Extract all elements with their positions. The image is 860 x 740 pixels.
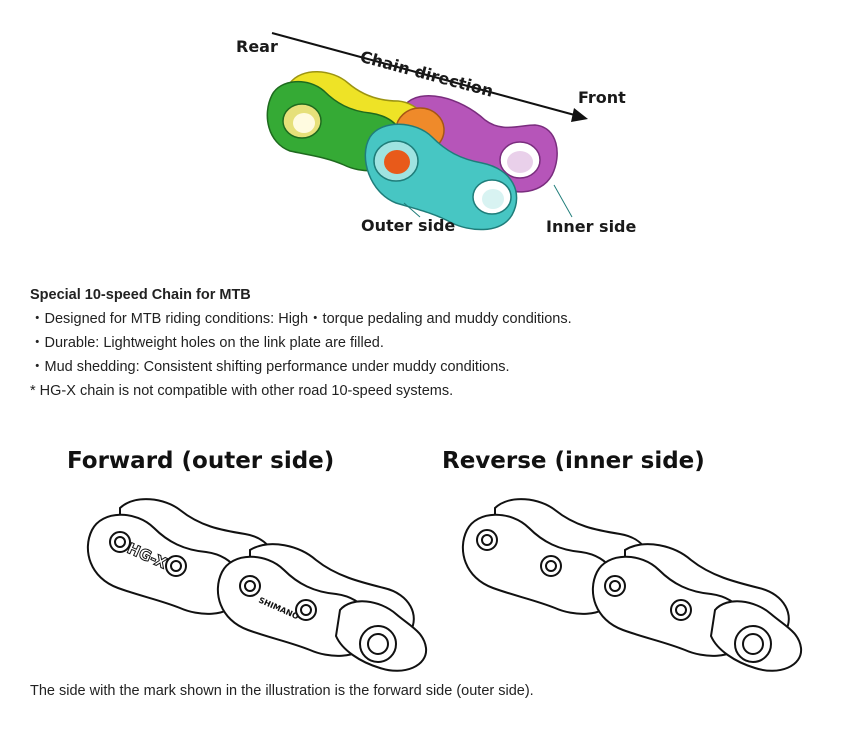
- front-label: Front: [578, 88, 626, 107]
- reverse-heading: Reverse (inner side): [442, 448, 705, 474]
- inner-side-label: Inner side: [546, 217, 637, 236]
- chain-direction-diagram: [220, 25, 660, 245]
- outer-side-leader: [403, 202, 421, 218]
- inner-side-leader: [553, 184, 573, 218]
- forward-chain-drawing: HG-X SHIMANO: [80, 490, 440, 680]
- spec-line: ・Mud shedding: Consistent shifting perfo…: [30, 359, 510, 375]
- footer-note: The side with the mark shown in the illu…: [30, 683, 534, 699]
- rear-label: Rear: [236, 37, 278, 56]
- reverse-chain-drawing: [455, 490, 815, 680]
- spec-line: ・Designed for MTB riding conditions: Hig…: [30, 311, 572, 327]
- chain-direction-arrow: [271, 32, 583, 118]
- spec-title: Special 10-speed Chain for MTB: [30, 287, 251, 303]
- outer-side-label: Outer side: [361, 216, 456, 235]
- cyan-plate: [364, 123, 518, 231]
- spec-line: ・Durable: Lightweight holes on the link …: [30, 335, 384, 351]
- forward-heading: Forward (outer side): [67, 448, 335, 474]
- spec-block: Special 10-speed Chain for MTB ・Designed…: [30, 283, 572, 403]
- chain-link-illustration: [266, 32, 588, 231]
- arrow-head-icon: [571, 108, 588, 122]
- spec-note: * HG-X chain is not compatible with othe…: [30, 383, 454, 399]
